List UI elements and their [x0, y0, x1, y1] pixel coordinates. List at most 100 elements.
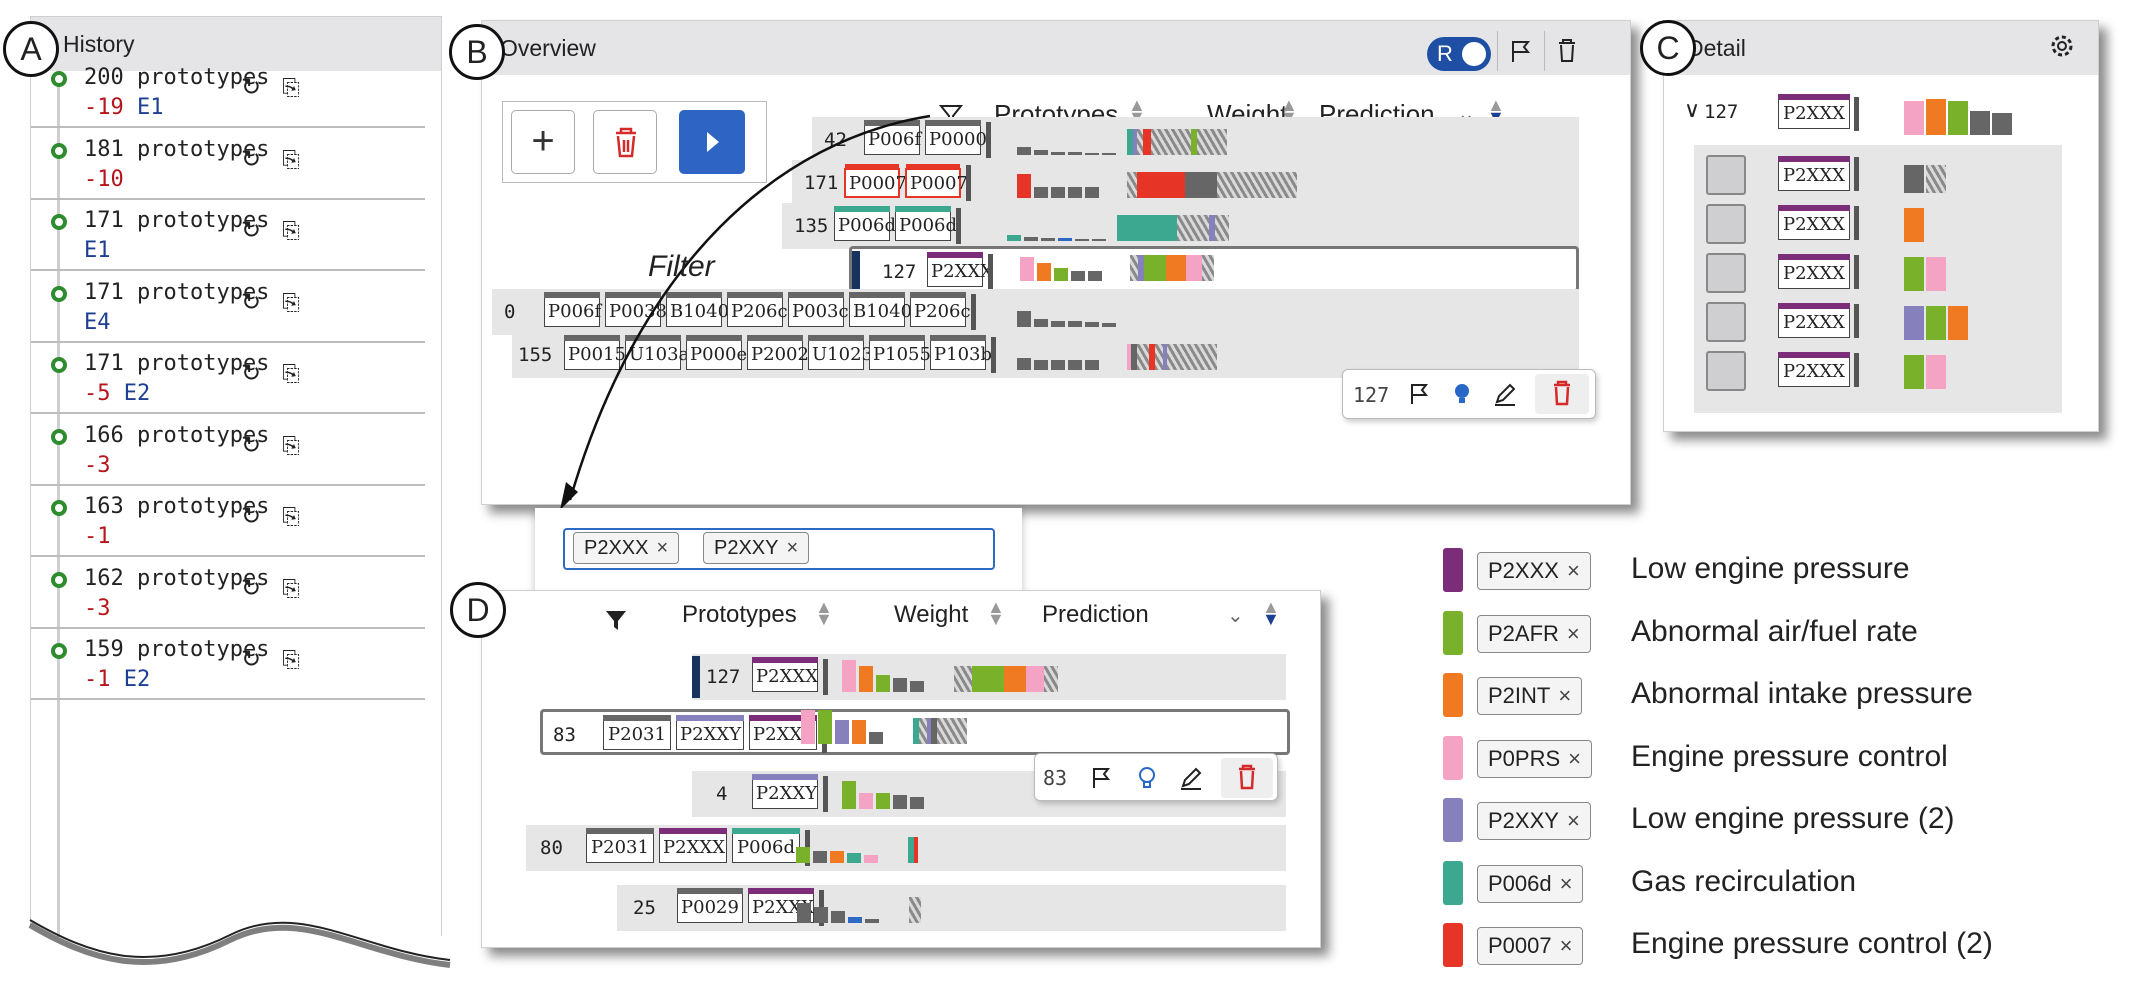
legend-code-tag[interactable]: P006d× [1477, 864, 1584, 903]
history-item[interactable]: 181 prototypes-10 ↻⎘ [31, 129, 425, 200]
filtered-header-prediction[interactable]: Prediction [1042, 601, 1149, 628]
restore-icon[interactable]: ↻ [240, 217, 262, 244]
filter-tag[interactable]: P2XXX× [573, 532, 680, 564]
r-toggle[interactable]: R [1427, 37, 1491, 71]
restore-icon[interactable]: ↻ [240, 360, 262, 387]
ov-prototype-chip[interactable]: P006f [544, 292, 601, 327]
copy-icon[interactable]: ⎘ [282, 361, 300, 386]
restore-icon[interactable]: ↻ [240, 431, 262, 459]
ov-prototype-chip[interactable]: B1040 [849, 292, 912, 327]
legend-code-tag[interactable]: P0007× [1477, 927, 1584, 965]
detail-prototype-chip[interactable]: P2XXX [1778, 352, 1850, 387]
ov-prototype-chip[interactable]: P103b [930, 335, 992, 370]
fd-prototype-chip[interactable]: P2XXX [752, 657, 818, 692]
fd-prototype-chip[interactable]: P2XXX [659, 828, 727, 863]
ov-prototype-chip[interactable]: P006d [895, 206, 957, 241]
copy-icon[interactable]: ⎘ [282, 432, 300, 458]
close-icon[interactable]: × [1568, 745, 1582, 771]
restore-icon[interactable]: ↻ [240, 74, 262, 101]
restore-icon[interactable]: ↻ [240, 145, 262, 173]
ov-prototype-chip[interactable]: B1040 [666, 292, 729, 327]
detail-prototype-chip[interactable]: P2XXX [1778, 254, 1850, 289]
detail-row-checkbox[interactable] [1706, 253, 1746, 293]
history-item[interactable]: 171 prototypes E1↻⎘ [31, 200, 425, 271]
legend-code-tag[interactable]: P2INT× [1477, 677, 1583, 715]
close-icon[interactable]: × [656, 537, 669, 559]
legend-code-tag[interactable]: P2XXY× [1477, 802, 1591, 840]
ov-prototype-chip[interactable]: P0007 [905, 164, 968, 198]
copy-icon[interactable]: ⎘ [282, 575, 300, 601]
edit-icon[interactable] [1177, 764, 1205, 792]
history-item[interactable]: 162 prototypes-3 ↻⎘ [31, 558, 425, 629]
filter-active-icon[interactable] [602, 606, 630, 634]
history-item[interactable]: 163 prototypes-1 ↻⎘ [31, 486, 425, 557]
ov-prototype-chip[interactable]: P000e [686, 335, 747, 370]
ov-prototype-chip[interactable]: P1055 [869, 335, 931, 370]
flag-icon[interactable] [1087, 764, 1115, 792]
overview-flag-button[interactable] [1497, 31, 1541, 71]
detail-prototype-chip[interactable]: P2XXX [1778, 205, 1850, 240]
fd-prototype-chip[interactable]: P0029 [677, 888, 743, 923]
sort-prototypes-icon[interactable]: ▲▼ [815, 597, 833, 629]
delete-button[interactable] [593, 110, 657, 174]
sort-weight-icon[interactable]: ▲▼ [987, 597, 1005, 629]
run-button[interactable] [679, 110, 745, 174]
ov-prototype-chip[interactable]: U1023 [808, 335, 873, 370]
close-icon[interactable]: × [1566, 620, 1580, 646]
copy-icon[interactable]: ⎘ [282, 75, 300, 100]
restore-icon[interactable]: ↻ [240, 503, 262, 530]
flag-icon[interactable] [1405, 380, 1433, 408]
detail-row-checkbox[interactable] [1706, 302, 1746, 342]
ov-prototype-chip[interactable]: P206c [910, 292, 971, 327]
ov-prototype-chip[interactable]: P2002 [747, 335, 809, 370]
ov-prototype-chip[interactable]: U103a [625, 335, 689, 370]
popup-delete-button[interactable] [1535, 374, 1589, 414]
filter-input[interactable]: P2XXX× P2XXY× [563, 528, 995, 570]
copy-icon[interactable]: ⎘ [282, 146, 300, 172]
history-item[interactable]: 166 prototypes-3 ↻⎘ [31, 415, 425, 486]
restore-icon[interactable]: ↻ [240, 646, 262, 673]
chevron-down-icon[interactable]: ∨ [1684, 97, 1701, 122]
overview-trash-button[interactable] [1544, 31, 1588, 71]
legend-code-tag[interactable]: P0PRS× [1477, 739, 1593, 778]
restore-icon[interactable]: ↻ [240, 288, 262, 316]
edit-icon[interactable] [1491, 380, 1519, 408]
copy-icon[interactable]: ⎘ [282, 504, 300, 529]
fd-prototype-chip[interactable]: P2XXY [676, 715, 744, 750]
gear-icon[interactable] [2047, 31, 2077, 61]
copy-icon[interactable]: ⎘ [282, 218, 300, 243]
history-item[interactable]: 159 prototypes-1 E2↻⎘ [31, 629, 425, 700]
legend-code-tag[interactable]: P2AFR× [1477, 614, 1591, 653]
detail-row-checkbox[interactable] [1706, 155, 1746, 195]
history-item[interactable]: 171 prototypes-5 E2↻⎘ [31, 343, 425, 414]
ov-prototype-chip[interactable]: P2XXX [927, 252, 993, 287]
ov-prototype-chip[interactable]: P0007 [844, 164, 907, 198]
history-item[interactable]: 171 prototypes E4↻⎘ [31, 272, 425, 343]
ov-prototype-chip[interactable]: P0015 [564, 335, 626, 370]
filter-tag[interactable]: P2XXY× [703, 532, 810, 564]
close-icon[interactable]: × [1566, 808, 1580, 833]
close-icon[interactable]: × [1558, 683, 1572, 708]
add-button[interactable]: + [511, 110, 575, 174]
detail-row-checkbox[interactable] [1706, 351, 1746, 391]
sort-prediction-icon[interactable]: ▲▼ [1262, 597, 1280, 629]
lightbulb-icon[interactable] [1133, 764, 1161, 792]
popup-delete-button[interactable] [1221, 758, 1273, 798]
copy-icon[interactable]: ⎘ [282, 289, 300, 315]
close-icon[interactable]: × [1559, 870, 1573, 896]
close-icon[interactable]: × [1566, 558, 1580, 583]
filtered-header-prototypes[interactable]: Prototypes [682, 601, 797, 628]
ov-prototype-chip[interactable]: P206c [727, 292, 788, 327]
detail-prototype-chip[interactable]: P2XXX [1778, 156, 1850, 191]
copy-icon[interactable]: ⎘ [282, 647, 300, 672]
ov-prototype-chip[interactable]: P0000 [925, 120, 987, 155]
chevron-down-icon[interactable]: ⌄ [1227, 605, 1244, 627]
